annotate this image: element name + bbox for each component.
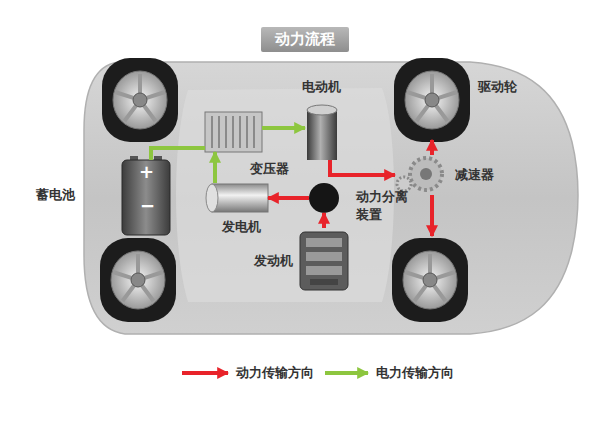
power-arrow <box>430 195 434 236</box>
part-label: 变压器 <box>250 160 289 178</box>
drive-wheel-node: 驱动轮 <box>395 60 470 140</box>
part-label: 发动机 <box>254 252 293 270</box>
motor-icon <box>307 105 337 160</box>
part-label: 减速器 <box>455 166 494 184</box>
drive-wheel <box>392 238 468 322</box>
legend-text: 动力传输方向 <box>236 364 314 382</box>
flow-arrow <box>322 213 326 228</box>
part-label: 驱动轮 <box>478 78 517 96</box>
wheel <box>100 238 176 322</box>
terminal-sign: − <box>140 197 155 215</box>
flow-arrow <box>151 148 205 160</box>
power-split-icon <box>309 183 339 213</box>
flow-arrow <box>430 140 434 155</box>
legend-text: 电力传输方向 <box>376 364 454 382</box>
flow-arrow <box>262 126 305 130</box>
car-body <box>84 62 578 334</box>
legend-power-arrow <box>182 371 228 375</box>
drive-wheel <box>394 58 470 142</box>
inverter-node: 变压器 <box>205 112 262 152</box>
part-label: 发电机 <box>222 218 261 236</box>
wheel <box>102 58 178 142</box>
engine-icon <box>300 232 348 290</box>
part-label: 动力分离 装置 <box>356 188 414 224</box>
inverter-icon <box>205 112 262 152</box>
engine-node: 发动机 <box>298 228 350 292</box>
battery-icon <box>122 156 170 235</box>
reducer-icon <box>397 158 442 191</box>
generator-node: 发电机 <box>205 183 268 213</box>
flow-arrow <box>330 160 395 175</box>
flow-arrow <box>213 152 217 183</box>
legend-electric-arrow <box>325 371 368 375</box>
power-split-node: 动力分离 装置 <box>309 183 339 213</box>
part-label: 蓄电池 <box>36 186 75 204</box>
generator-icon <box>206 184 268 212</box>
title-box: 动力流程 <box>261 27 349 52</box>
part-label: 电动机 <box>302 78 341 96</box>
terminal-sign: + <box>139 163 154 181</box>
flow-arrow <box>268 196 309 200</box>
motor-node: 电动机 <box>305 102 338 160</box>
